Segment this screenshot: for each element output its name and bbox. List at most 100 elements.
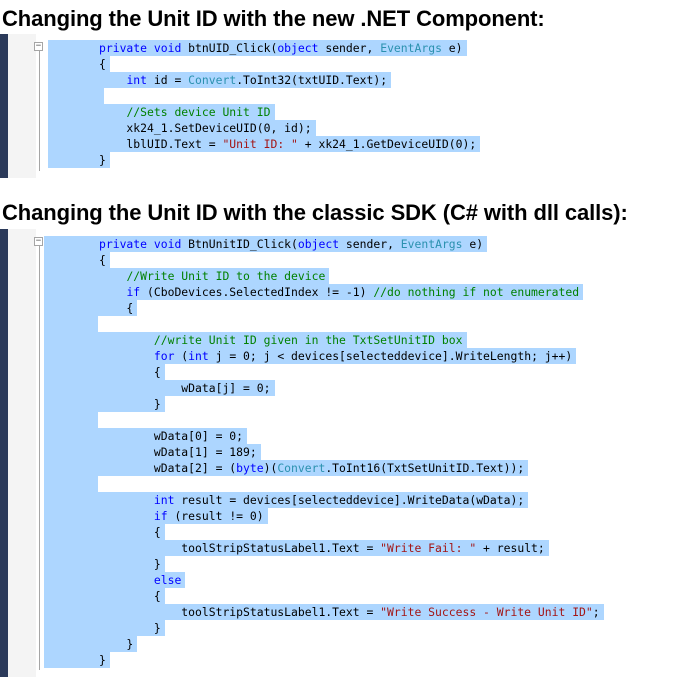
code-text: wData[j] = 0; [99,380,270,396]
code-line: { [0,524,630,540]
code-text: wData[1] = 189; [99,444,257,460]
code-text: { [99,300,133,316]
code-token: result = devices[selecteddevice].WriteDa… [174,493,525,507]
code-text: xk24_1.SetDeviceUID(0, id); [99,120,311,136]
selection-highlight [44,556,165,572]
selection-highlight [48,88,104,104]
selection-highlight [44,348,577,364]
selection-highlight [44,588,165,604]
code-token [99,73,126,87]
selection-highlight [44,460,529,476]
code-token [99,509,154,523]
code-text: //Sets device Unit ID [99,104,270,120]
code-text: else [99,572,181,588]
code-token: )( [263,461,278,475]
code-token: lblUID.Text = [99,137,223,151]
code-text: } [99,636,133,652]
code-token: wData[1] = 189; [99,445,257,459]
code-token: btnUID_Click( [181,41,278,55]
code-token: int [188,349,209,363]
code-line: for (int j = 0; j < devices[selecteddevi… [0,348,630,364]
selection-highlight [44,428,248,444]
code-token: "Write Fail: " [380,541,477,555]
code-text: { [99,252,106,268]
section1-heading: Changing the Unit ID with the new .NET C… [2,6,545,31]
code-text: { [99,524,161,540]
code-text: wData[0] = 0; [99,428,243,444]
selection-highlight [44,380,275,396]
code-token: e) [441,41,463,55]
code-token: //do nothing if not enumerated [373,285,580,299]
code-token: Convert [188,73,237,87]
code-token: //write Unit ID given in the TxtSetUnitI… [153,333,463,347]
code-token: } [99,621,161,635]
selection-highlight [44,604,604,620]
code-token [99,333,154,347]
code-text: } [99,152,106,168]
code-panel-2: − private void BtnUnitID_Click(object se… [0,229,630,677]
editor-margin [0,34,8,178]
code-token: e) [462,237,484,251]
code-token: + result; [476,541,545,555]
code-token: "Write Success - Write Unit ID" [380,605,593,619]
code-line [0,316,630,332]
selection-highlight [44,332,467,348]
code-token: EventArgs [400,237,463,251]
selection-highlight [48,40,467,56]
selection-highlight [48,104,275,120]
selection-highlight [44,236,488,252]
editor-margin [0,229,8,677]
code-line: { [0,588,630,604]
code-panel-1: − private void btnUID_Click(object sende… [0,34,490,178]
selection-highlight [44,284,584,300]
code-token: //Sets device Unit ID [126,105,271,119]
code-token: sender, [339,237,401,251]
code-line: { [0,56,490,72]
code-text: { [99,56,106,72]
code-token: byte [236,461,264,475]
code-text: lblUID.Text = "Unit ID: " + xk24_1.GetDe… [99,136,476,152]
code-token [147,41,154,55]
code-text: wData[2] = (byte)(Convert.ToInt16(TxtSet… [99,460,524,476]
code-line: int id = Convert.ToInt32(txtUID.Text); [0,72,490,88]
code-line: private void BtnUnitID_Click(object send… [0,236,630,252]
selection-highlight [44,252,110,268]
code-text: } [99,556,161,572]
collapse-icon[interactable]: − [34,236,43,246]
code-token: BtnUnitID_Click( [181,237,298,251]
code-text: //write Unit ID given in the TxtSetUnitI… [99,332,463,348]
code-line: lblUID.Text = "Unit ID: " + xk24_1.GetDe… [0,136,490,152]
code-token: wData[j] = 0; [99,381,271,395]
code-token: } [99,397,161,411]
selection-highlight [48,120,316,136]
code-token: (result != 0) [167,509,264,523]
code-line: } [0,620,630,636]
code-token: EventArgs [380,41,442,55]
code-token: int [126,73,148,87]
code-line [0,88,490,104]
code-text: private void BtnUnitID_Click(object send… [99,236,483,252]
code-line: { [0,364,630,380]
code-token: else [153,573,182,587]
code-token: id = [147,73,189,87]
code-line: //write Unit ID given in the TxtSetUnitI… [0,332,630,348]
code-text: int id = Convert.ToInt32(txtUID.Text); [99,72,387,88]
collapse-icon[interactable]: − [34,41,43,51]
code-text: private void btnUID_Click(object sender,… [99,40,463,56]
code-token: void [153,41,182,55]
code-token [99,349,154,363]
code-line: } [0,396,630,412]
code-line: } [0,152,490,168]
section2-heading: Changing the Unit ID with the classic SD… [2,200,628,225]
code-text: toolStripStatusLabel1.Text = "Write Succ… [99,604,599,620]
code-text: if (CboDevices.SelectedIndex != -1) //do… [99,284,579,300]
code-token: (CboDevices.SelectedIndex != -1) [140,285,374,299]
code-token: } [99,637,134,651]
code-token: void [153,237,182,251]
code-token: sender, [318,41,381,55]
code-line: //Sets device Unit ID [0,104,490,120]
code-token [99,285,126,299]
code-token [99,573,154,587]
code-token: j = 0; j < devices[selecteddevice].Write… [208,349,573,363]
code-token: { [99,589,161,603]
